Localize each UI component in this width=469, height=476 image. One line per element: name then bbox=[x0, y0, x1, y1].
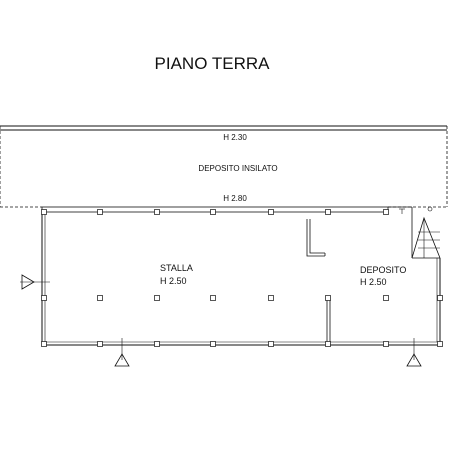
building-walls bbox=[41, 206, 441, 346]
duct-inner bbox=[309, 219, 325, 254]
pillar bbox=[268, 295, 274, 301]
pillar bbox=[154, 209, 160, 215]
duct-outer bbox=[306, 219, 325, 257]
pillar bbox=[210, 295, 216, 301]
deposito-insilato-area: H 2.30 DEPOSITO INSILATO H 2.80 bbox=[0, 125, 448, 208]
pillar bbox=[154, 341, 160, 347]
page-title: PIANO TERRA bbox=[155, 54, 271, 73]
pillar bbox=[325, 209, 331, 215]
pillar bbox=[383, 209, 389, 215]
pillars bbox=[41, 209, 443, 347]
stalla-label: STALLA bbox=[160, 263, 193, 273]
deposito-label: DEPOSITO bbox=[360, 265, 406, 275]
stair-landing-mark bbox=[427, 206, 433, 212]
section-marker-west bbox=[20, 274, 50, 290]
pillar bbox=[41, 209, 47, 215]
pillar bbox=[268, 209, 274, 215]
section-marker-south-right bbox=[406, 338, 422, 367]
pillar bbox=[97, 209, 103, 215]
pillar bbox=[210, 209, 216, 215]
section-arrow-south-left bbox=[114, 353, 130, 367]
pillar bbox=[383, 341, 389, 347]
insilato-height-top: H 2.30 bbox=[223, 133, 247, 142]
pillar bbox=[154, 295, 160, 301]
pillar bbox=[41, 341, 47, 347]
section-arrow-west bbox=[21, 274, 35, 290]
pillar bbox=[437, 341, 443, 347]
pillar bbox=[210, 341, 216, 347]
pillar bbox=[97, 295, 103, 301]
insilato-height-bottom: H 2.80 bbox=[223, 194, 247, 203]
section-arrow-south-right bbox=[406, 353, 422, 367]
section-marker-south-left bbox=[114, 338, 130, 367]
stalla-height: H 2.50 bbox=[160, 276, 187, 286]
pillar bbox=[437, 295, 443, 301]
pillar bbox=[383, 295, 389, 301]
stair-outline bbox=[411, 216, 441, 259]
pillar bbox=[268, 341, 274, 347]
pillar bbox=[97, 341, 103, 347]
pillar bbox=[41, 295, 47, 301]
pillar bbox=[325, 295, 331, 301]
pillar bbox=[325, 341, 331, 347]
insilato-name: DEPOSITO INSILATO bbox=[198, 164, 277, 173]
deposito-height: H 2.50 bbox=[360, 277, 387, 287]
staircase bbox=[399, 206, 441, 259]
